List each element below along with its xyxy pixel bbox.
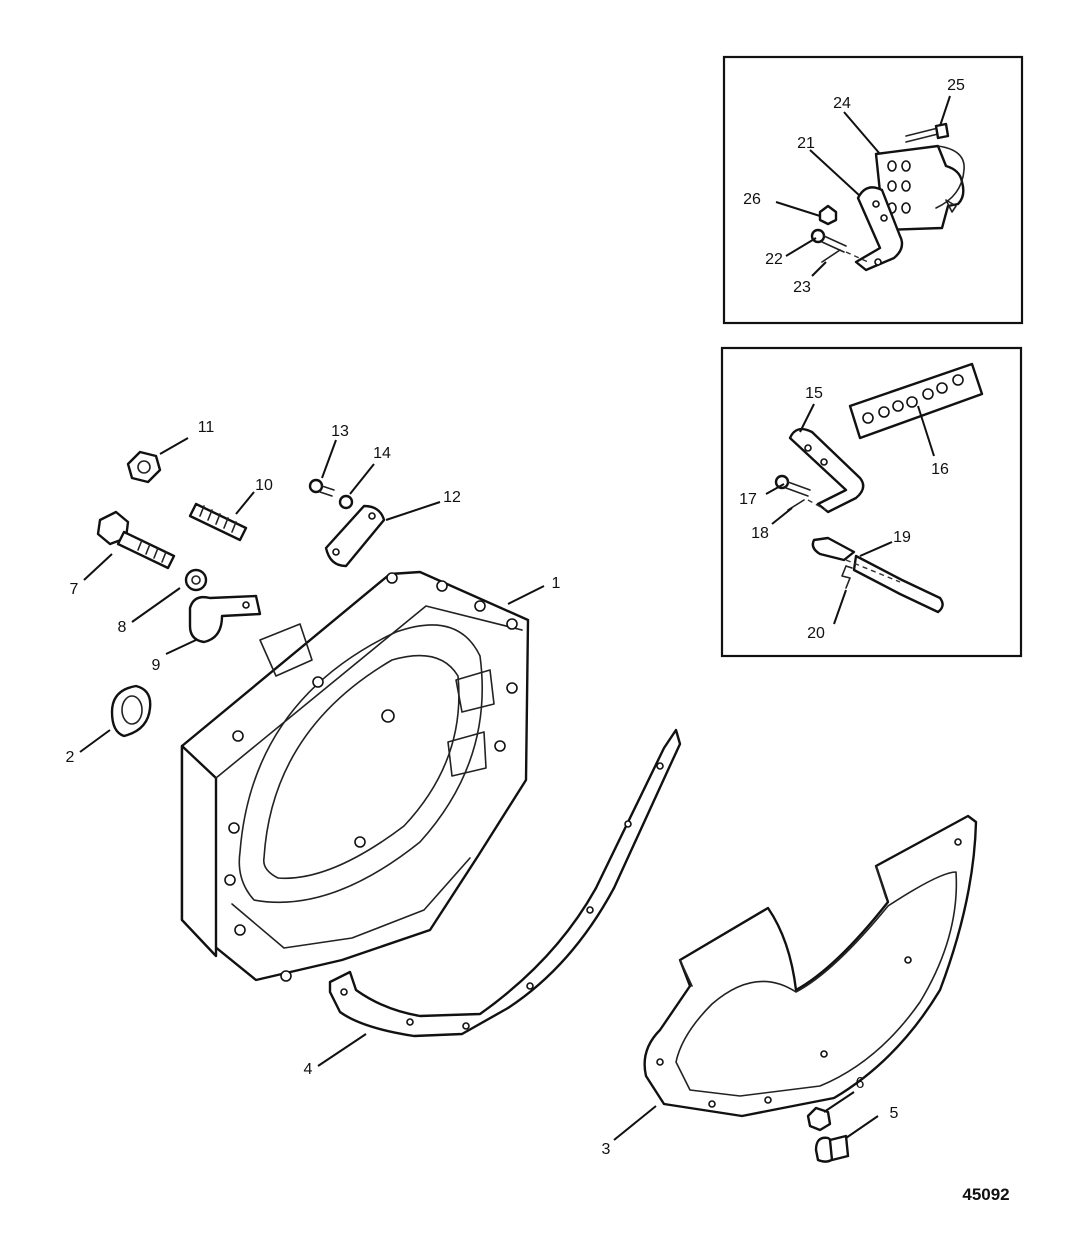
callout-11: 11	[198, 419, 215, 436]
assembly-dashline-lower	[807, 499, 827, 511]
part-23-pin	[821, 249, 841, 263]
part-21-bracket	[854, 186, 904, 272]
part-25-screw	[905, 122, 950, 143]
callout-4: 4	[304, 1061, 313, 1078]
part-4-gasket	[328, 728, 682, 1038]
part-6-nut	[806, 1106, 832, 1132]
callout-13: 13	[331, 423, 349, 440]
callout-15: 15	[805, 385, 823, 402]
part-17-screw	[774, 474, 811, 497]
callout-16: 16	[931, 461, 949, 478]
callout-17: 17	[739, 491, 757, 508]
figure-number: 45092	[962, 1185, 1009, 1204]
part-13-screw	[308, 478, 335, 497]
callout-21: 21	[797, 135, 815, 152]
callout-8: 8	[118, 619, 127, 636]
part-24-bracket	[874, 144, 965, 232]
part-2-seal	[110, 684, 152, 738]
callout-7: 7	[70, 581, 79, 598]
callout-22: 22	[765, 251, 783, 268]
assembly-dashline	[845, 251, 869, 263]
callout-6: 6	[856, 1075, 865, 1092]
part-8-washer	[184, 568, 208, 592]
part-7-bolt	[96, 510, 176, 570]
part-26-nut	[818, 204, 838, 226]
callout-19: 19	[893, 529, 911, 546]
part-3-cover-plate	[643, 814, 978, 1118]
callout-9: 9	[152, 657, 161, 674]
part-14-washer	[338, 494, 354, 510]
callout-24: 24	[833, 95, 851, 112]
part-19-link	[811, 536, 944, 614]
part-9-clip	[188, 594, 262, 644]
part-22-screw	[810, 228, 847, 253]
callout-18: 18	[751, 525, 769, 542]
inset-box-lower	[720, 346, 1023, 658]
part-10-stud	[188, 502, 248, 542]
callout-14: 14	[373, 445, 391, 462]
part-20-spring	[841, 565, 853, 589]
part-15-bracket	[788, 427, 865, 514]
callout-25: 25	[947, 77, 965, 94]
part-16-plate	[848, 362, 984, 440]
inset-box-upper	[722, 55, 1024, 325]
callout-2: 2	[66, 749, 75, 766]
callout-3: 3	[602, 1141, 611, 1158]
callout-23: 23	[793, 279, 811, 296]
callout-20: 20	[807, 625, 825, 642]
part-5-bolt	[814, 1134, 850, 1163]
callout-12: 12	[443, 489, 461, 506]
callout-5: 5	[890, 1105, 899, 1122]
part-12-cover	[324, 504, 386, 568]
part-1-flywheel-housing	[180, 570, 530, 982]
part-11-nut	[126, 450, 162, 484]
callout-26: 26	[743, 191, 761, 208]
callout-1: 1	[552, 575, 561, 592]
callout-10: 10	[255, 477, 273, 494]
leader-lines	[79, 95, 951, 1141]
